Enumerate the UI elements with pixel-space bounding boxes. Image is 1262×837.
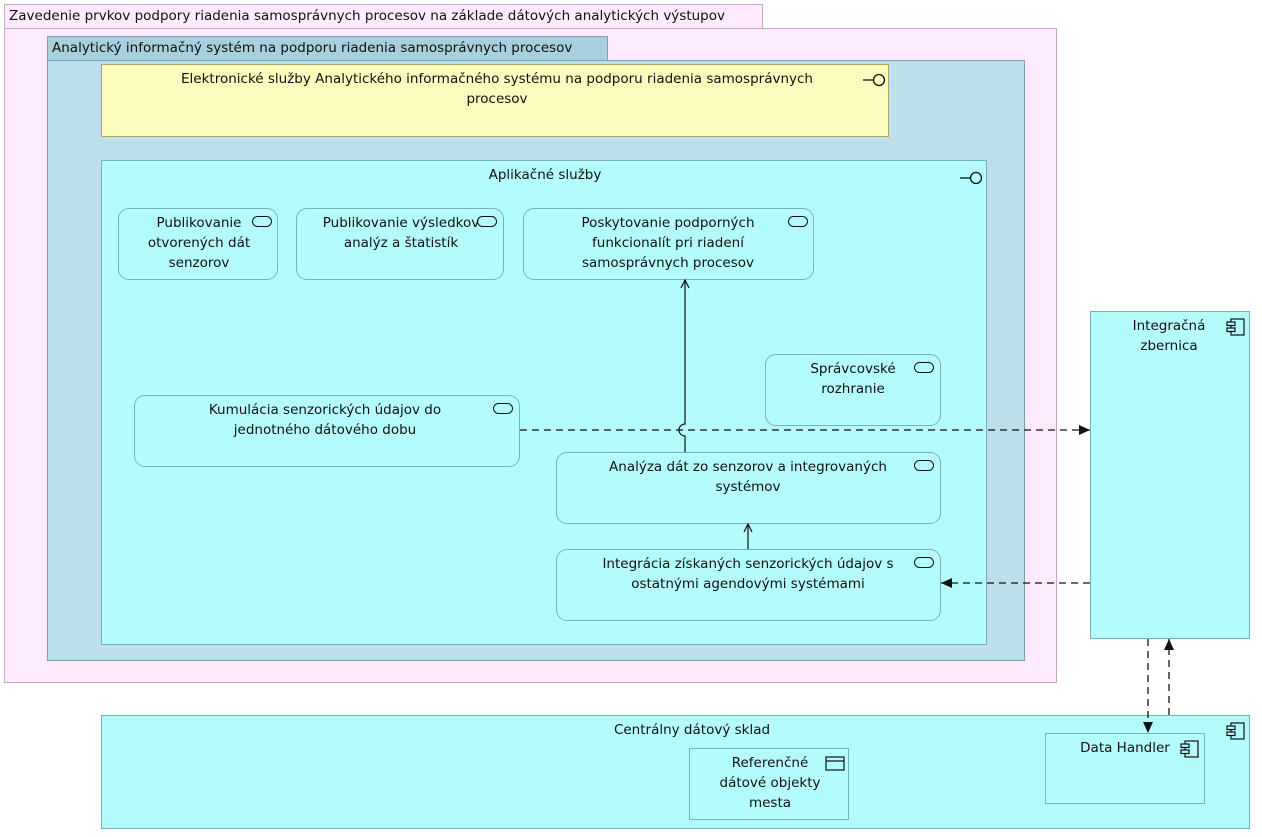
service-analysis-results[interactable]: Publikovanie výsledkov analýz a štatistí… (296, 208, 504, 280)
service-icon (914, 460, 934, 471)
service-integration[interactable]: Integrácia získaných senzorických údajov… (556, 549, 941, 621)
service-accumulation[interactable]: Kumulácia senzorických údajov do jednotn… (134, 395, 520, 467)
data-warehouse-label: Centrálny dátový sklad (613, 722, 771, 738)
integration-bus-label: Integračná zbernica (1132, 318, 1206, 354)
service-admin-interface-label: Správcovské rozhranie (810, 361, 896, 397)
app-services-label: Aplikačné služby (488, 167, 602, 183)
service-admin-interface[interactable]: Správcovské rozhranie (765, 354, 941, 426)
service-icon (477, 216, 497, 227)
integration-bus[interactable]: Integračná zbernica (1090, 311, 1250, 639)
component-icon (1226, 318, 1245, 336)
outer-group-tab: Zavedenie prvkov podpory riadenia samosp… (4, 4, 763, 29)
service-open-data[interactable]: Publikovanie otvorených dát senzorov (118, 208, 278, 280)
service-analysis-results-label: Publikovanie výsledkov analýz a štatistí… (322, 215, 480, 251)
electronic-services-box[interactable]: Elektronické služby Analytického informa… (101, 64, 889, 137)
service-support-functions[interactable]: Poskytovanie podporných funkcionalít pri… (523, 208, 814, 280)
interface-icon (960, 171, 983, 185)
service-icon (493, 403, 513, 414)
service-accumulation-label: Kumulácia senzorických údajov do jednotn… (208, 402, 442, 438)
reference-data-objects-label: Referenčné dátové objekty mesta (719, 755, 821, 811)
service-analysis[interactable]: Analýza dát zo senzorov a integrovaných … (556, 452, 941, 524)
reference-data-objects[interactable]: Referenčné dátové objekty mesta (689, 748, 849, 820)
interface-icon (863, 73, 886, 87)
service-integration-label: Integrácia získaných senzorických údajov… (602, 556, 894, 592)
component-icon (1180, 740, 1199, 758)
service-analysis-label: Analýza dát zo senzorov a integrovaných … (609, 459, 887, 495)
system-label: Analytický informačný systém na podporu … (52, 40, 573, 56)
service-icon (914, 557, 934, 568)
service-icon (788, 216, 808, 227)
electronic-services-label: Elektronické služby Analytického informa… (181, 71, 813, 107)
component-icon (1226, 722, 1245, 740)
data-handler-label: Data Handler (1080, 740, 1170, 756)
service-icon (914, 362, 934, 373)
data-handler[interactable]: Data Handler (1045, 733, 1205, 804)
system-tab: Analytický informačný systém na podporu … (47, 36, 608, 61)
outer-group-label: Zavedenie prvkov podpory riadenia samosp… (9, 8, 726, 24)
service-icon (252, 216, 272, 227)
service-support-functions-label: Poskytovanie podporných funkcionalít pri… (581, 215, 755, 271)
data-object-icon (825, 756, 845, 771)
service-open-data-label: Publikovanie otvorených dát senzorov (147, 215, 251, 271)
